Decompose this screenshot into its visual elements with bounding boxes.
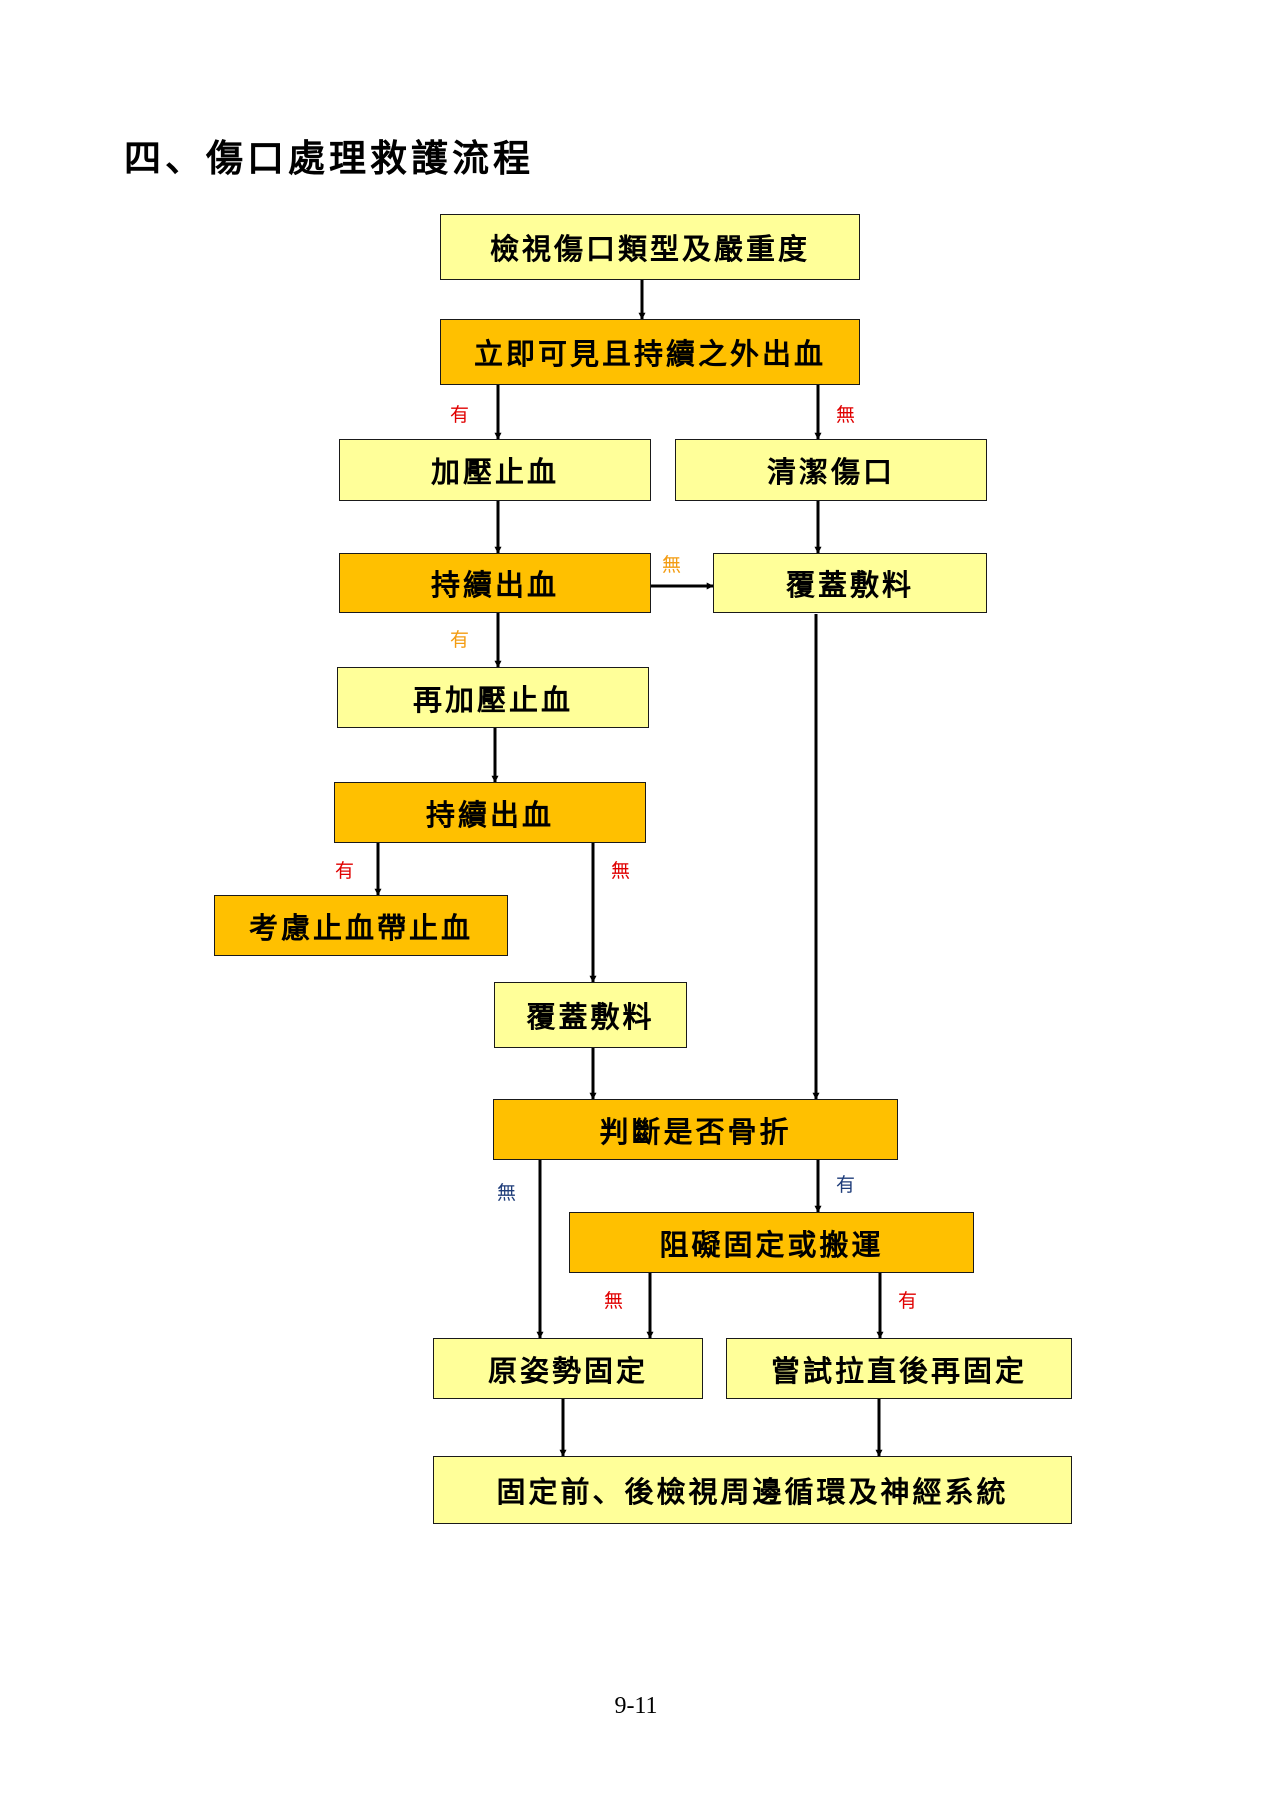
edge-label-no: 無 [611,860,631,882]
node-reapply-pressure: 再加壓止血 [337,667,649,728]
edge-label-yes: 有 [450,629,470,651]
edge-label-no: 無 [662,554,682,576]
node-apply-pressure: 加壓止血 [339,439,651,501]
edge-label-no: 無 [604,1290,624,1312]
node-external-bleeding: 立即可見且持續之外出血 [440,319,860,385]
node-clean-wound: 清潔傷口 [675,439,987,501]
node-obstructs-transport: 阻礙固定或搬運 [569,1212,974,1273]
node-dressing-1: 覆蓋敷料 [713,553,987,613]
node-check-circulation: 固定前、後檢視周邊循環及神經系統 [433,1456,1072,1524]
node-continued-bleeding-1: 持續出血 [339,553,651,613]
node-fracture-check: 判斷是否骨折 [493,1099,898,1160]
node-splint-in-place: 原姿勢固定 [433,1338,703,1399]
page-title: 四、傷口處理救護流程 [124,137,534,180]
edge-label-yes: 有 [898,1290,918,1312]
node-inspect-wound: 檢視傷口類型及嚴重度 [440,214,860,280]
edge-label-yes: 有 [450,404,470,426]
edge-label-no: 無 [836,404,856,426]
page-number: 9-11 [614,1693,658,1719]
node-tourniquet: 考慮止血帶止血 [214,895,508,956]
node-dressing-2: 覆蓋敷料 [494,982,687,1048]
edge-label-no: 無 [497,1182,517,1204]
node-straighten-splint: 嘗試拉直後再固定 [726,1338,1072,1399]
edge-label-yes: 有 [836,1174,856,1196]
node-continued-bleeding-2: 持續出血 [334,782,646,843]
edge-label-yes: 有 [335,860,355,882]
